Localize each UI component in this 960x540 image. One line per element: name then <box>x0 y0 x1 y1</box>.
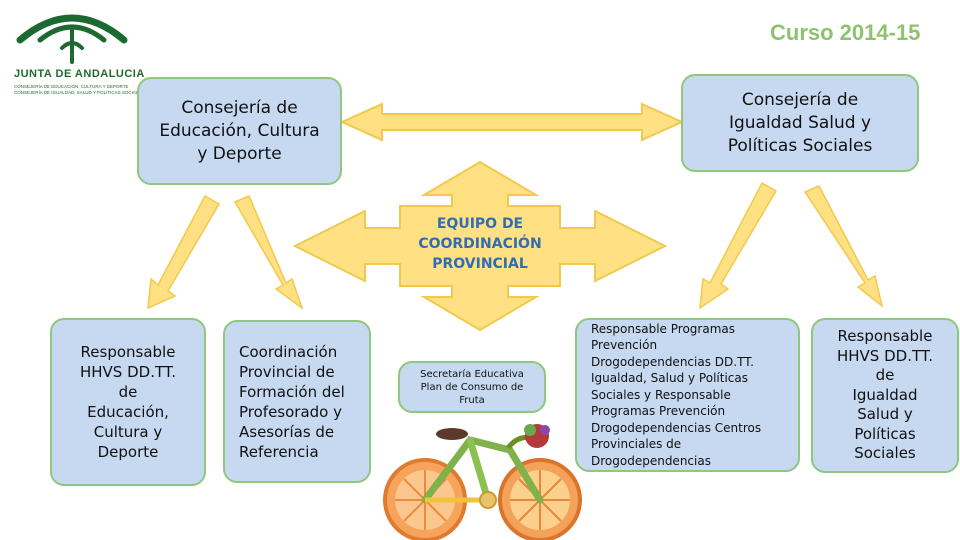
logo-subtitle-1: CONSEJERÍA DE EDUCACIÓN, CULTURA Y DEPOR… <box>14 84 129 89</box>
box-consejeria-igualdad-label: Consejería de Igualdad Salud y Políticas… <box>727 89 873 156</box>
equipo-coordinacion-label: EQUIPO DE COORDINACIÓN PROVINCIAL <box>418 216 542 272</box>
box-consejeria-educacion-label: Consejería de Educación, Cultura y Depor… <box>159 97 320 164</box>
logo-name: JUNTA DE ANDALUCIA <box>14 68 145 80</box>
box-consejeria-igualdad: Consejería de Igualdad Salud y Políticas… <box>681 74 919 172</box>
box-responsable-programas: Responsable Programas Prevención Drogode… <box>575 318 800 472</box>
junta-logo-icon <box>16 14 128 64</box>
box-responsable-igualdad-label: Responsable HHVS DD.TT. de Igualdad Salu… <box>836 327 934 463</box>
double-arrow-consejerias <box>339 102 685 142</box>
course-title: Curso 2014-15 <box>770 20 921 45</box>
arrow-to-coordinacion-provincial <box>233 195 304 311</box>
box-responsable-educacion-label: Responsable HHVS DD.TT. de Educación, Cu… <box>79 343 177 461</box>
arrow-to-responsable-igualdad <box>803 185 884 308</box>
logo-subtitle-2: CONSEJERÍA DE IGUALDAD, SALUD Y POLÍTICA… <box>14 90 145 95</box>
box-coordinacion-provincial: Coordinación Provincial de Formación del… <box>223 320 371 483</box>
box-responsable-programas-label: Responsable Programas Prevención Drogode… <box>591 321 762 468</box>
box-responsable-igualdad: Responsable HHVS DD.TT. de Igualdad Salu… <box>811 318 959 473</box>
box-secretaria-educativa-label: Secretaría Educativa Plan de Consumo de … <box>420 368 524 406</box>
fruit-bicycle-illustration <box>383 424 582 540</box>
box-coordinacion-provincial-label: Coordinación Provincial de Formación del… <box>239 342 345 461</box>
box-secretaria-educativa: Secretaría Educativa Plan de Consumo de … <box>398 361 546 413</box>
box-consejeria-educacion: Consejería de Educación, Cultura y Depor… <box>137 77 342 185</box>
four-way-arrow-equipo <box>292 160 668 332</box>
box-responsable-educacion: Responsable HHVS DD.TT. de Educación, Cu… <box>50 318 206 486</box>
arrow-to-responsable-educacion <box>147 194 221 310</box>
arrow-to-responsable-programas <box>699 181 778 310</box>
